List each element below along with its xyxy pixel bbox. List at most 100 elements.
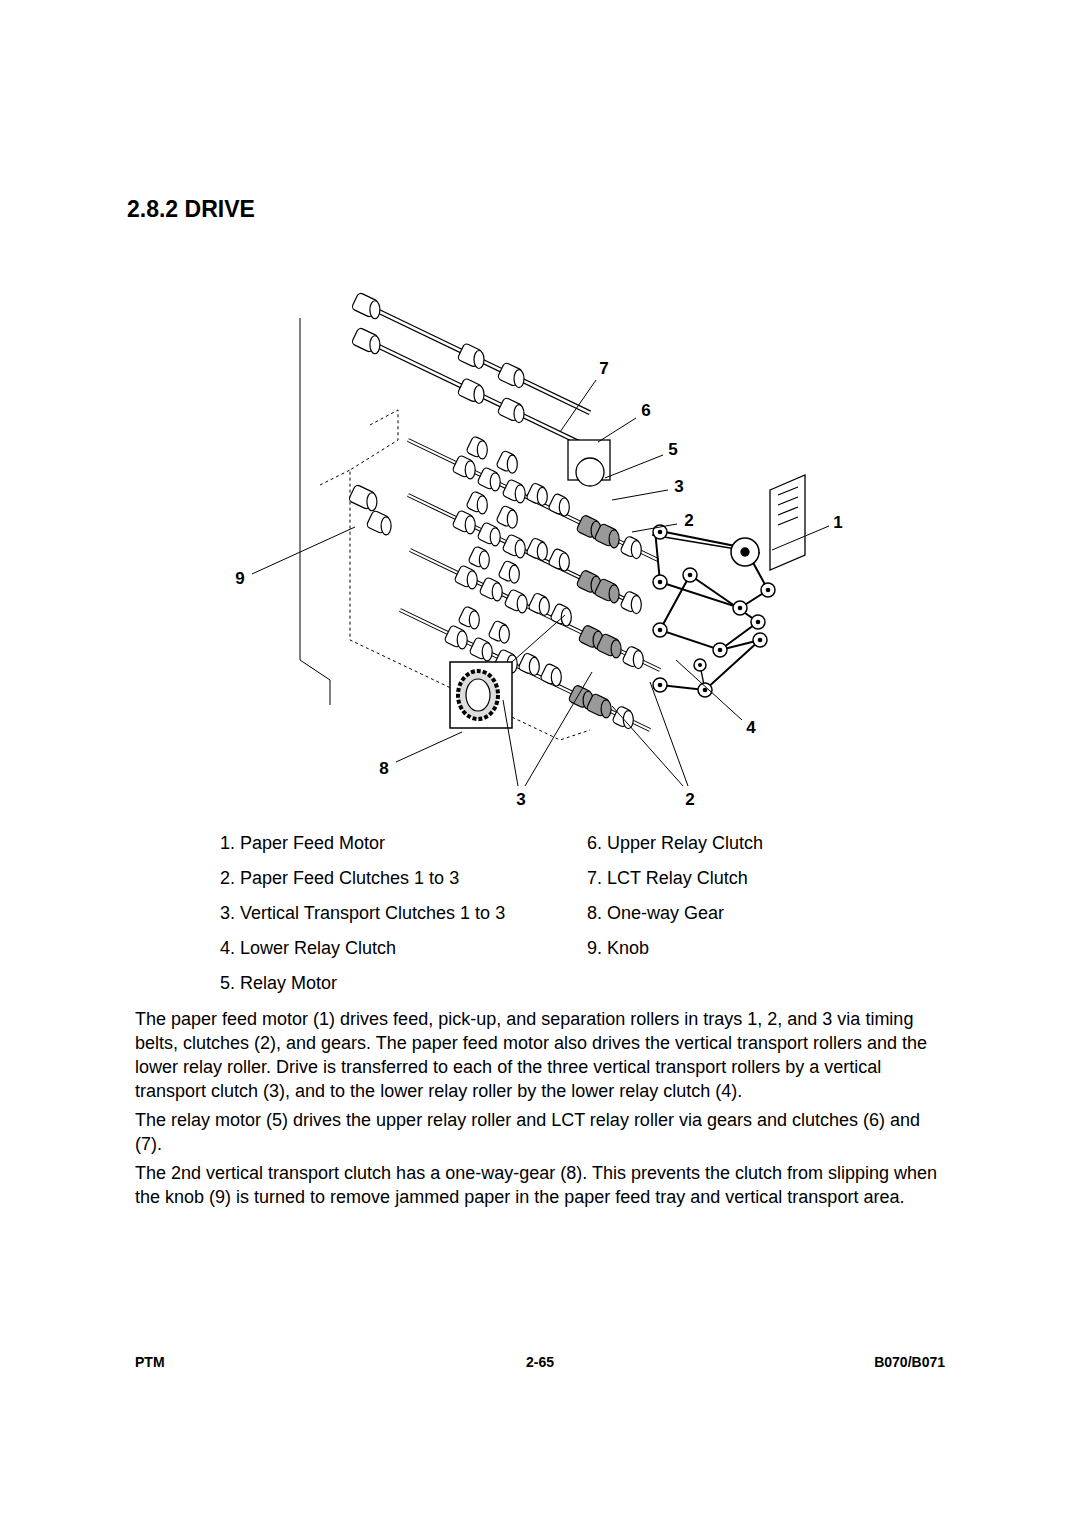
- knob-end: [367, 493, 377, 511]
- pickup-roller-end: [477, 496, 487, 514]
- parts-list-item: 9. Knob: [587, 938, 649, 959]
- callout-number: 2: [682, 511, 695, 531]
- pulley-hub: [718, 648, 723, 653]
- knob-gear-end: [381, 517, 391, 535]
- pickup-roller-end: [507, 455, 517, 473]
- transport-roller-end: [539, 597, 549, 615]
- shaft-highlight: [408, 440, 658, 560]
- pulley: [753, 633, 767, 647]
- shaft: [355, 335, 590, 448]
- feed-roller-end: [492, 583, 502, 601]
- clutch-end: [601, 700, 611, 718]
- callout-number: 1: [831, 513, 844, 533]
- clutch-end: [609, 585, 619, 603]
- roller-end: [474, 386, 484, 404]
- pulley: [653, 678, 667, 692]
- pickup-roller-end: [477, 441, 487, 459]
- callout-number: 8: [377, 759, 390, 779]
- transport-roller-end: [559, 498, 569, 516]
- pulley: [653, 575, 667, 589]
- gear-end: [631, 541, 641, 559]
- feed-roller-end: [465, 461, 475, 479]
- shaft-knob-end: [370, 301, 380, 319]
- frame-dashed: [320, 470, 350, 485]
- shaft: [408, 495, 638, 605]
- pickup-roller-end: [479, 551, 489, 569]
- transport-roller-end: [559, 553, 569, 571]
- callout-number: 3: [672, 477, 685, 497]
- clutch-end: [611, 640, 621, 658]
- pulley-hub: [698, 663, 702, 667]
- shaft: [408, 440, 658, 560]
- transport-roller-end: [537, 487, 547, 505]
- belt-drive: [652, 475, 805, 690]
- parts-list-item: 7. LCT Relay Clutch: [587, 868, 748, 889]
- pulley-hub: [658, 530, 663, 535]
- gear-end: [623, 711, 633, 729]
- shaft: [355, 300, 590, 413]
- motor-bracket: [770, 475, 805, 570]
- feed-roller-end: [465, 516, 475, 534]
- pulley-hub: [740, 547, 749, 556]
- pickup-roller-end: [499, 625, 509, 643]
- callout-number: 2: [683, 790, 696, 810]
- parts-list-item: 6. Upper Relay Clutch: [587, 833, 763, 854]
- pickup-roller-end: [469, 611, 479, 629]
- transport-roller-end: [529, 657, 539, 675]
- feed-roller-end: [515, 540, 525, 558]
- section-title: 2.8.2 DRIVE: [127, 196, 255, 223]
- shafts: [348, 292, 660, 730]
- one-way-gear: [458, 671, 498, 719]
- body-paragraph: The 2nd vertical transport clutch has a …: [135, 1161, 947, 1209]
- pulley: [713, 643, 727, 657]
- pulley: [761, 583, 775, 597]
- shaft: [400, 610, 650, 730]
- shaft-knob-end: [370, 336, 380, 354]
- parts-list-item: 3. Vertical Transport Clutches 1 to 3: [220, 903, 505, 924]
- parts-list-item: 5. Relay Motor: [220, 973, 337, 994]
- shaft-highlight: [410, 550, 660, 670]
- pulley-hub: [758, 638, 763, 643]
- relay-motor: [568, 440, 610, 486]
- one-way-gear-hub: [466, 679, 490, 711]
- feed-roller-end: [457, 631, 467, 649]
- footer-text: PTM: [135, 1354, 165, 1370]
- pulley: [731, 538, 759, 566]
- feed-roller-end: [517, 595, 527, 613]
- callout-number: 3: [514, 790, 527, 810]
- feed-roller-end: [467, 571, 477, 589]
- pulley-hub: [766, 588, 771, 593]
- pulley: [751, 615, 765, 629]
- roller-end: [474, 351, 484, 369]
- pulley-hub: [658, 683, 663, 688]
- feed-roller-end: [490, 528, 500, 546]
- parts-list-item: 1. Paper Feed Motor: [220, 833, 385, 854]
- callout-number: 7: [597, 359, 610, 379]
- pulley: [683, 568, 697, 582]
- motor-fins: [778, 487, 798, 525]
- shaft-highlight: [408, 495, 638, 605]
- frame-dashed: [350, 410, 590, 740]
- pulleys: [653, 525, 775, 697]
- clutch-end: [609, 530, 619, 548]
- parts-list-item: 4. Lower Relay Clutch: [220, 938, 396, 959]
- parts-list-item: 8. One-way Gear: [587, 903, 724, 924]
- feed-roller-end: [482, 643, 492, 661]
- pickup-roller-end: [509, 565, 519, 583]
- pulley: [698, 683, 712, 697]
- pulley-hub: [658, 580, 663, 585]
- timing-belt: [660, 640, 760, 690]
- feed-roller-end: [515, 485, 525, 503]
- pulley: [653, 623, 667, 637]
- transport-roller-end: [537, 542, 547, 560]
- callout-number: 9: [233, 569, 246, 589]
- body-paragraph: The relay motor (5) drives the upper rel…: [135, 1108, 947, 1156]
- feed-roller-end: [490, 473, 500, 491]
- pulley: [733, 601, 747, 615]
- roller-end: [514, 405, 524, 423]
- footer-text: 2-65: [526, 1354, 554, 1370]
- inset-leader: [512, 615, 565, 662]
- pulley: [694, 659, 706, 671]
- footer-text: B070/B071: [874, 1354, 945, 1370]
